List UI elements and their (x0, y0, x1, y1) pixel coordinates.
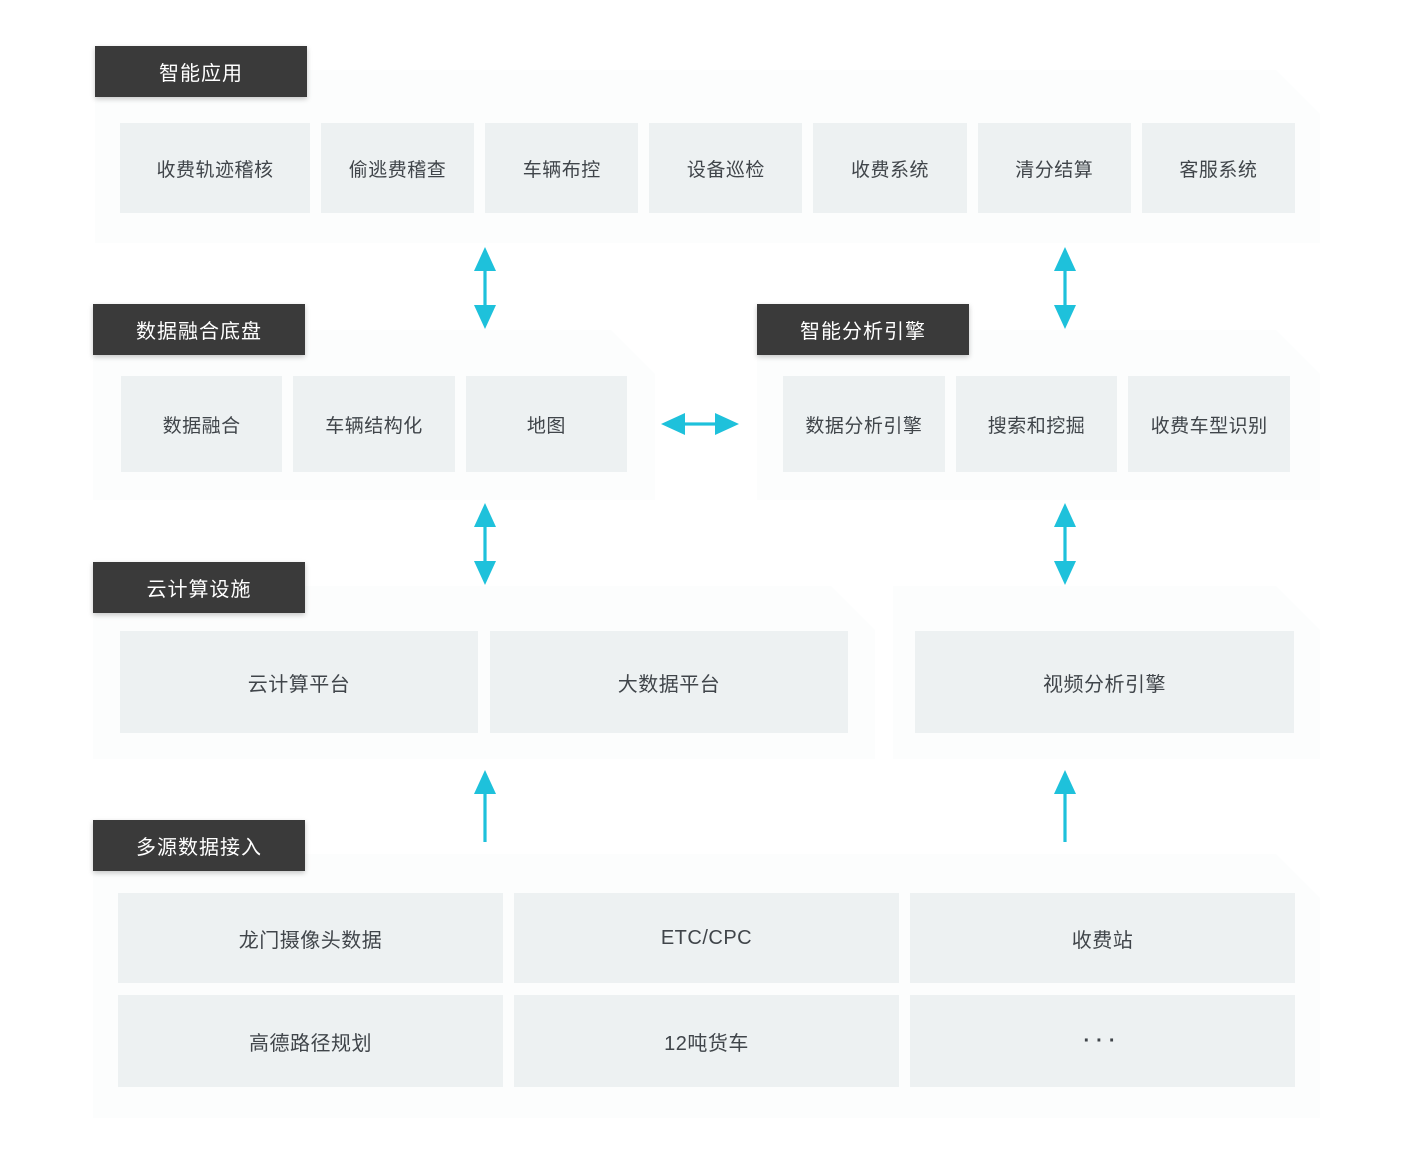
source-item-more-ellipsis: ··· (910, 995, 1295, 1087)
smart-apps-item-row: 收费轨迹稽核 偷逃费稽查 车辆布控 设备巡检 收费系统 清分结算 客服系统 (95, 70, 1320, 213)
up-arrow-icon (474, 770, 496, 842)
panel-data-sources: 龙门摄像头数据 ETC/CPC 收费站 高德路径规划 12吨货车 ··· (93, 854, 1320, 1118)
app-item-equipment-inspection: 设备巡检 (649, 123, 802, 213)
section-badge-data-fusion: 数据融合底盘 (93, 304, 305, 355)
double-arrow-vertical-icon (1054, 503, 1076, 585)
app-item-vehicle-monitoring: 车辆布控 (485, 123, 638, 213)
section-badge-data-sources: 多源数据接入 (93, 820, 305, 871)
fusion-item-vehicle-structuring: 车辆结构化 (293, 376, 454, 472)
section-title: 智能应用 (159, 63, 243, 85)
cloud-item-bigdata-platform: 大数据平台 (490, 631, 848, 733)
source-item-etc-cpc: ETC/CPC (514, 893, 899, 983)
cloud-item-cloud-platform: 云计算平台 (120, 631, 478, 733)
data-sources-row-1: 龙门摄像头数据 ETC/CPC 收费站 (93, 854, 1320, 983)
double-arrow-vertical-icon (1054, 247, 1076, 329)
video-item-video-analysis-engine: 视频分析引擎 (915, 631, 1294, 733)
cloud-item-row: 云计算平台 大数据平台 (93, 586, 875, 733)
section-badge-smart-apps: 智能应用 (95, 46, 307, 97)
source-item-amap-route-planning: 高德路径规划 (118, 995, 503, 1087)
section-title: 云计算设施 (146, 579, 252, 601)
analysis-item-toll-vehicle-type-recognition: 收费车型识别 (1128, 376, 1290, 472)
section-title: 智能分析引擎 (800, 321, 926, 343)
app-item-toll-trajectory-audit: 收费轨迹稽核 (120, 123, 310, 213)
app-item-fee-evasion-inspection: 偷逃费稽查 (321, 123, 474, 213)
fusion-item-data-fusion: 数据融合 (121, 376, 282, 472)
double-arrow-vertical-icon (474, 503, 496, 585)
source-item-toll-station: 收费站 (910, 893, 1295, 983)
double-arrow-horizontal-icon (661, 413, 739, 435)
double-arrow-vertical-icon (474, 247, 496, 329)
panel-cloud-facilities: 云计算平台 大数据平台 (93, 586, 875, 759)
section-badge-cloud-facilities: 云计算设施 (93, 562, 305, 613)
data-fusion-item-row: 数据融合 车辆结构化 地图 (93, 330, 655, 472)
app-item-clearing-settlement: 清分结算 (978, 123, 1131, 213)
section-title: 多源数据接入 (136, 837, 262, 859)
panel-data-fusion: 数据融合 车辆结构化 地图 (93, 330, 655, 500)
analysis-engine-item-row: 数据分析引擎 搜索和挖掘 收费车型识别 (757, 330, 1320, 472)
up-arrow-icon (1054, 770, 1076, 842)
app-item-customer-service: 客服系统 (1142, 123, 1295, 213)
video-engine-item-row: 视频分析引擎 (893, 586, 1320, 733)
source-item-12ton-truck: 12吨货车 (514, 995, 899, 1087)
source-item-gantry-camera-data: 龙门摄像头数据 (118, 893, 503, 983)
panel-analysis-engine: 数据分析引擎 搜索和挖掘 收费车型识别 (757, 330, 1320, 500)
analysis-item-data-analysis-engine: 数据分析引擎 (783, 376, 945, 472)
app-item-toll-system: 收费系统 (813, 123, 966, 213)
panel-video-engine: 视频分析引擎 (893, 586, 1320, 759)
data-sources-row-2: 高德路径规划 12吨货车 ··· (93, 983, 1320, 1087)
section-badge-analysis-engine: 智能分析引擎 (757, 304, 969, 355)
fusion-item-map: 地图 (466, 376, 627, 472)
analysis-item-search-mining: 搜索和挖掘 (956, 376, 1118, 472)
panel-smart-apps: 收费轨迹稽核 偷逃费稽查 车辆布控 设备巡检 收费系统 清分结算 客服系统 (95, 70, 1320, 243)
section-title: 数据融合底盘 (136, 321, 262, 343)
